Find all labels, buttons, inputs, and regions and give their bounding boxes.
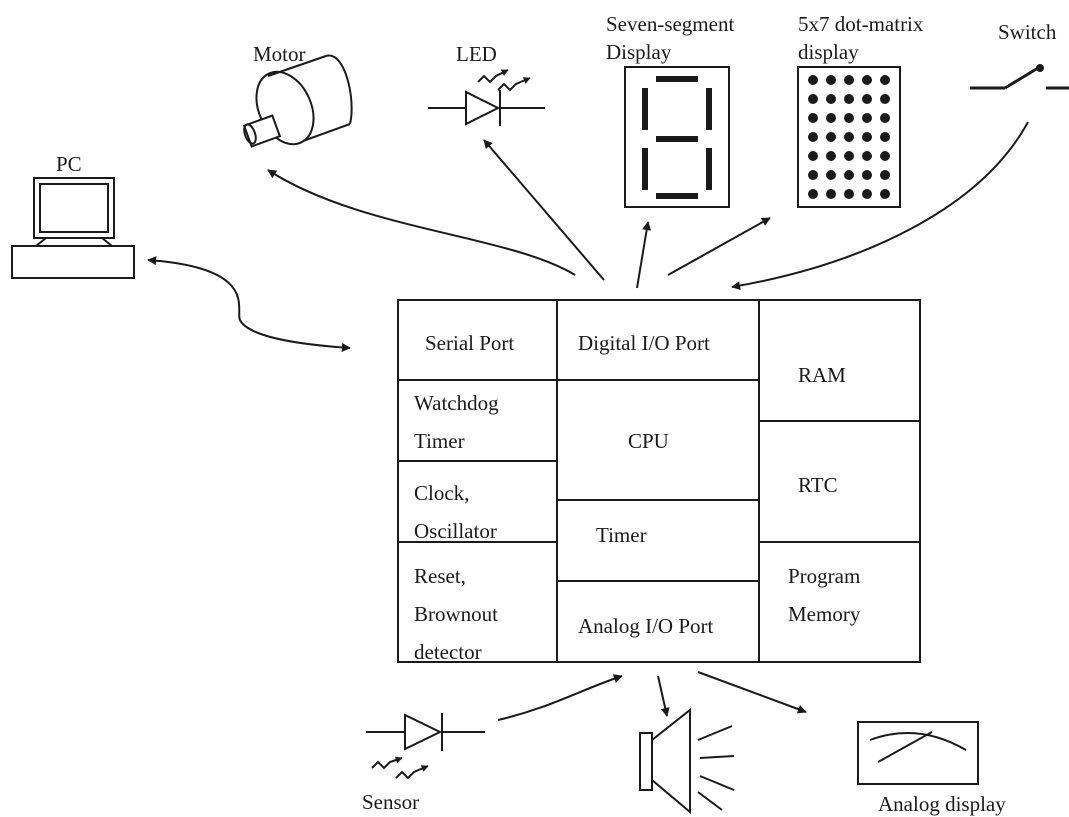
reset-label-line2: Brownout xyxy=(414,602,498,626)
matrix-dot xyxy=(826,113,836,123)
arrow-to-led xyxy=(483,139,605,281)
matrix-dot xyxy=(844,75,854,85)
reset-label-line1: Reset, xyxy=(414,564,466,588)
matrix-dot xyxy=(880,151,890,161)
program-memory-label-line2: Memory xyxy=(788,602,861,626)
seven-segment-label-line2: Display xyxy=(606,40,672,64)
dot-matrix-label: 5x7 dot-matrix display xyxy=(798,10,923,66)
analog-io-label: Analog I/O Port xyxy=(578,614,714,638)
switch-label: Switch xyxy=(998,20,1057,44)
motor-label: Motor xyxy=(253,42,306,66)
matrix-dot xyxy=(808,113,818,123)
arrow-to-analog-display xyxy=(697,671,807,714)
matrix-dot xyxy=(880,132,890,142)
reset-label: Reset, Brownout detector xyxy=(414,557,498,671)
arrow-from-sensor xyxy=(497,674,623,721)
matrix-dot xyxy=(880,113,890,123)
clock-label: Clock, Oscillator xyxy=(414,474,497,550)
motor-icon xyxy=(242,54,353,148)
analog-meter-icon xyxy=(857,721,979,785)
mcu-outline xyxy=(397,299,921,663)
matrix-dot xyxy=(844,170,854,180)
pc-icon xyxy=(11,177,135,279)
photodiode-icon xyxy=(366,713,485,780)
matrix-dot xyxy=(808,151,818,161)
matrix-dot xyxy=(862,151,872,161)
matrix-dot xyxy=(826,75,836,85)
led-label: LED xyxy=(456,42,497,66)
matrix-dot xyxy=(862,189,872,199)
matrix-dot xyxy=(826,170,836,180)
clock-label-line2: Oscillator xyxy=(414,519,497,543)
timer-label: Timer xyxy=(596,523,647,547)
seven-segment-icon xyxy=(624,66,730,208)
watchdog-label-line2: Timer xyxy=(414,429,465,453)
connection-arrows xyxy=(147,121,1029,721)
matrix-dot xyxy=(826,132,836,142)
arrow-to-seven-segment xyxy=(636,221,652,289)
arrow-pc-serial xyxy=(147,256,351,352)
matrix-dot xyxy=(862,75,872,85)
matrix-dot xyxy=(808,170,818,180)
ram-label: RAM xyxy=(798,363,846,387)
dot-matrix-label-line1: 5x7 dot-matrix xyxy=(798,12,924,36)
pc-label: PC xyxy=(56,152,82,176)
matrix-dot xyxy=(844,132,854,142)
matrix-dot xyxy=(808,189,818,199)
matrix-dot xyxy=(880,170,890,180)
matrix-dot xyxy=(826,94,836,104)
sensor-label: Sensor xyxy=(362,790,420,814)
seven-segment-label-line1: Seven-segment xyxy=(606,12,735,36)
speaker-icon xyxy=(639,707,735,815)
matrix-dot xyxy=(808,94,818,104)
program-memory-label: Program Memory xyxy=(788,557,860,633)
analog-display-label: Analog display xyxy=(878,792,1006,816)
matrix-dot xyxy=(862,170,872,180)
matrix-dot xyxy=(826,151,836,161)
rtc-label: RTC xyxy=(798,473,838,497)
dot-matrix-label-line2: display xyxy=(798,40,859,64)
mcu-block xyxy=(397,299,921,663)
seven-segment-label: Seven-segment Display xyxy=(606,10,734,66)
matrix-dot xyxy=(862,113,872,123)
arrow-to-dot-matrix xyxy=(667,217,771,276)
matrix-dot xyxy=(880,189,890,199)
matrix-dot xyxy=(862,132,872,142)
matrix-dot xyxy=(880,75,890,85)
led-icon xyxy=(428,69,545,126)
matrix-dot xyxy=(844,151,854,161)
program-memory-label-line1: Program xyxy=(788,564,861,588)
dot-matrix-icon xyxy=(797,66,901,208)
cpu-label: CPU xyxy=(628,429,669,453)
matrix-dot xyxy=(844,189,854,199)
matrix-dot xyxy=(844,113,854,123)
arrow-to-speaker xyxy=(657,675,670,717)
matrix-dot xyxy=(808,75,818,85)
clock-label-line1: Clock, xyxy=(414,481,470,505)
reset-label-line3: detector xyxy=(414,640,482,664)
watchdog-label: Watchdog Timer xyxy=(414,384,499,460)
arrow-to-motor xyxy=(267,169,576,276)
arrow-from-switch xyxy=(731,121,1029,291)
matrix-dot xyxy=(844,94,854,104)
matrix-dot xyxy=(862,94,872,104)
digital-io-label: Digital I/O Port xyxy=(578,331,710,355)
matrix-dot xyxy=(826,189,836,199)
serial-port-label: Serial Port xyxy=(425,331,515,355)
switch-icon xyxy=(970,64,1069,90)
matrix-dot xyxy=(808,132,818,142)
matrix-dot xyxy=(880,94,890,104)
watchdog-label-line1: Watchdog xyxy=(414,391,499,415)
